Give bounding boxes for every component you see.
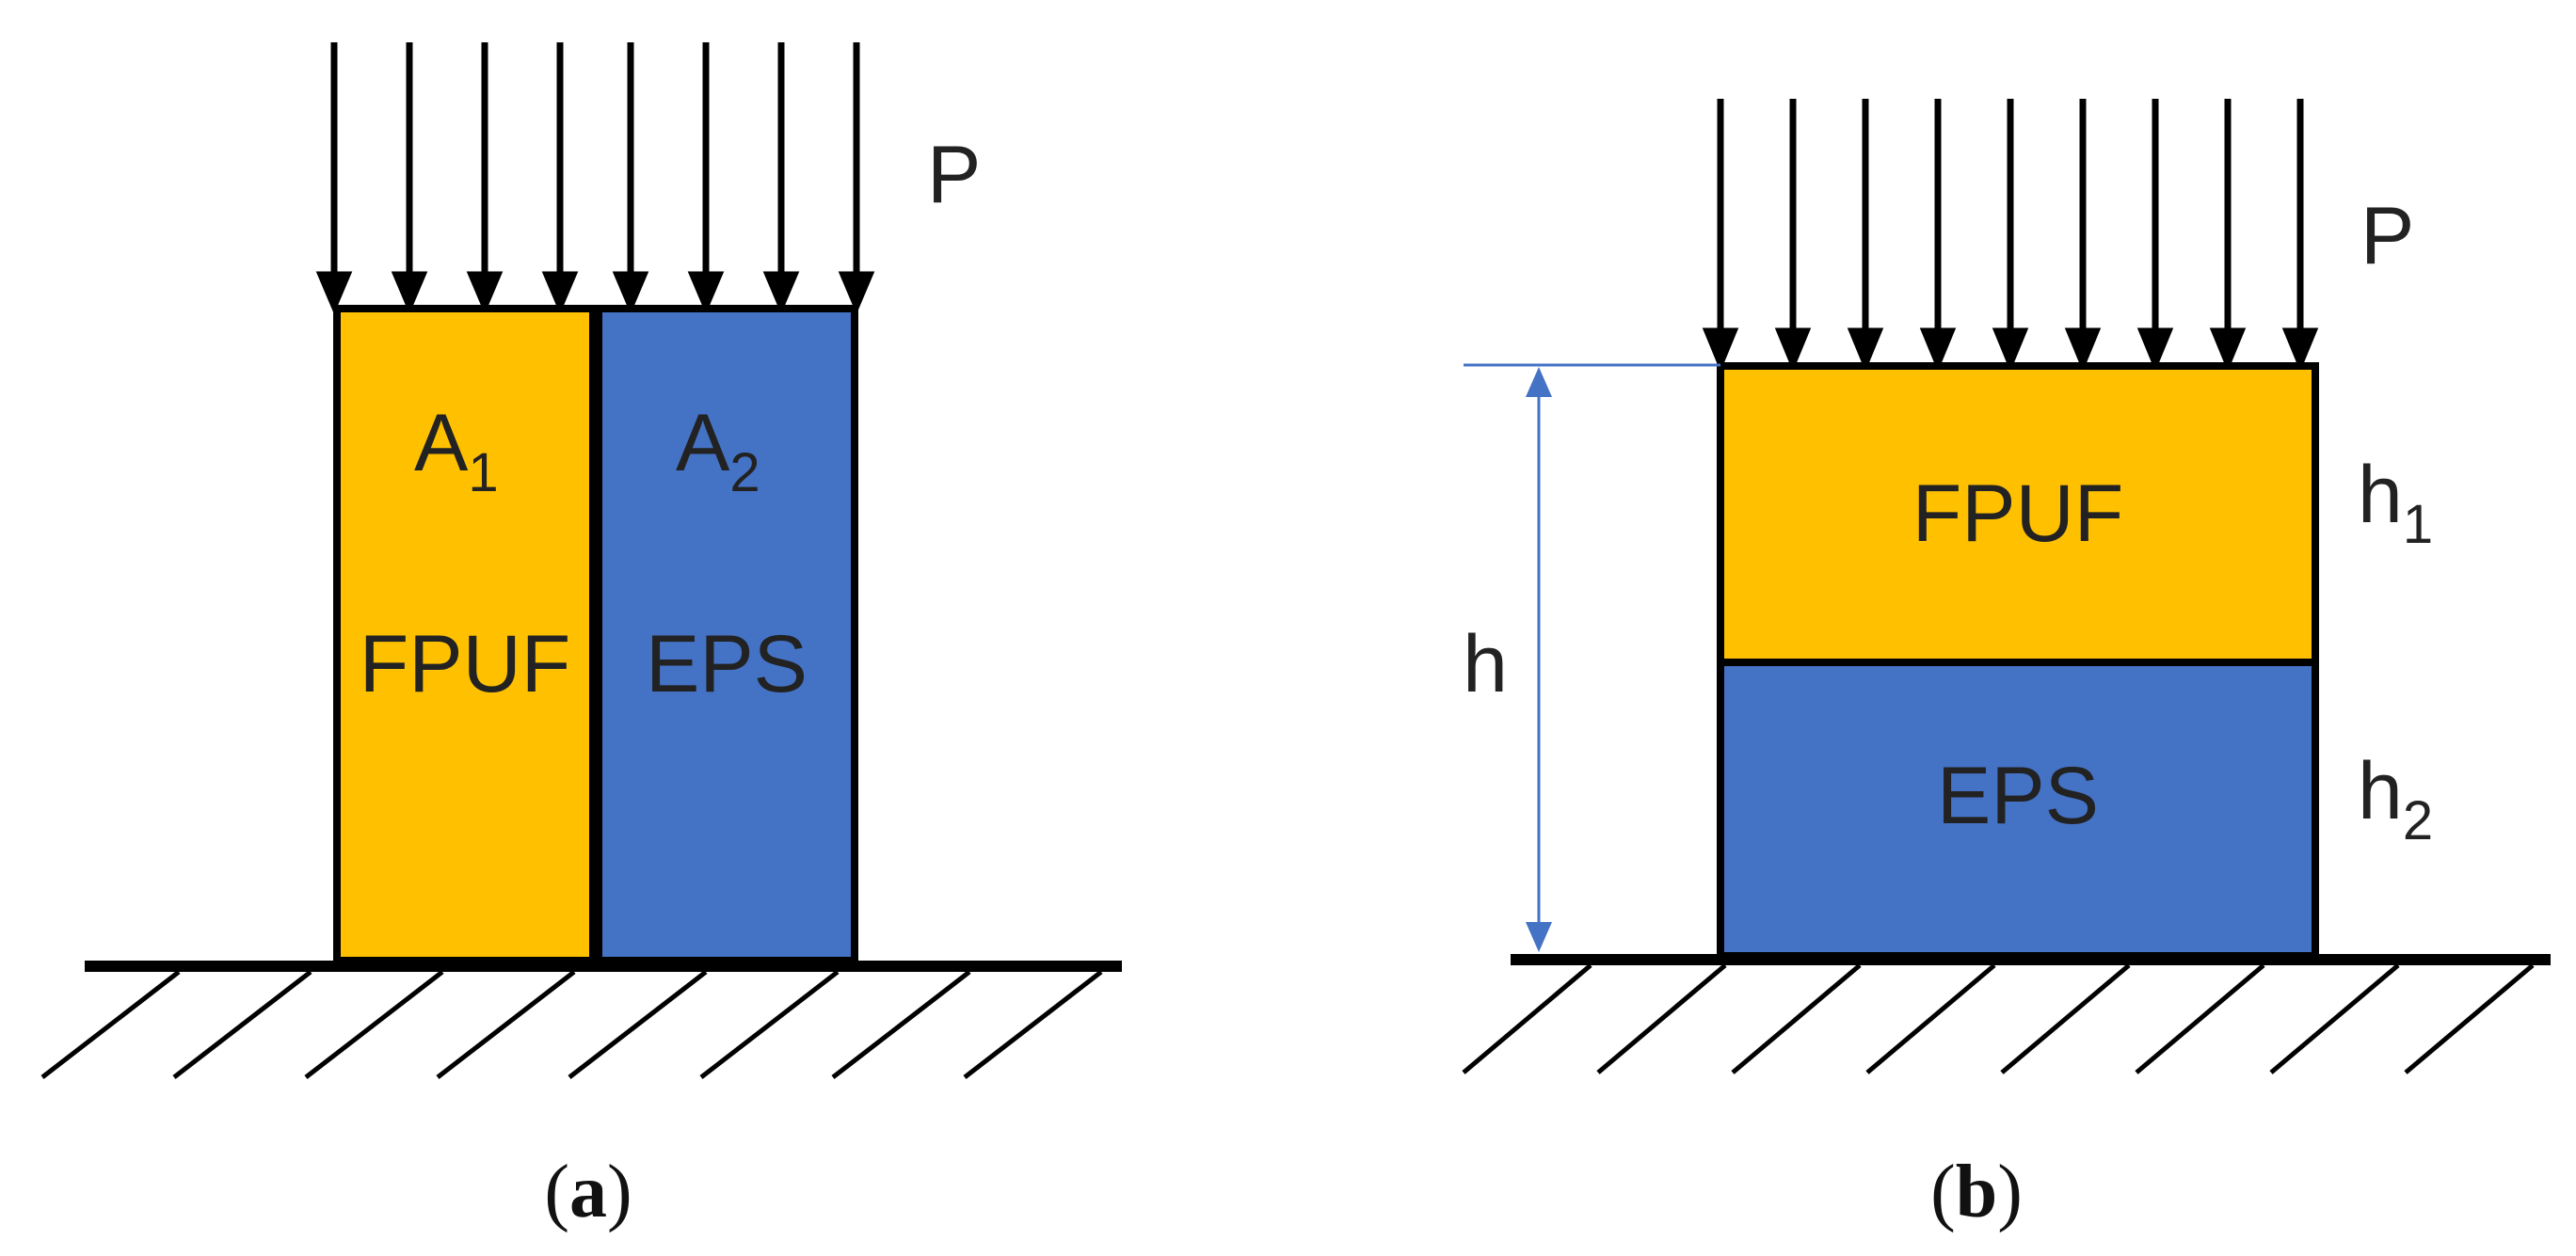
total-height-label: h (1463, 619, 1508, 709)
load-arrow (2281, 99, 2319, 373)
load-arrow (391, 42, 428, 314)
material-label-fpuf-a: FPUF (360, 619, 571, 709)
material-label-fpuf-b: FPUF (1912, 469, 2124, 559)
load-arrow (838, 42, 875, 314)
height-label-h1: h1 (2358, 450, 2433, 555)
caption-b: (b) (1930, 1151, 2023, 1233)
eps-block-b (1717, 659, 2319, 960)
panel-a: P A1 FPUF A2 EPS (a) (40, 42, 1122, 1233)
load-arrow (1702, 99, 1739, 373)
dimension-arrow-bottom (1526, 922, 1552, 952)
total-height-dimension (1464, 363, 1720, 952)
fpuf-block-a (333, 305, 597, 964)
fpuf-block-b (1717, 362, 2319, 666)
load-arrow (541, 42, 579, 314)
material-label-eps-b: EPS (1937, 751, 2099, 841)
area-label-a1: A1 (414, 398, 499, 503)
load-arrow (1774, 99, 1812, 373)
dimension-arrow-top (1526, 367, 1552, 397)
area-label-a2: A2 (676, 398, 760, 503)
load-arrow (1847, 99, 1884, 373)
load-arrow (1992, 99, 2029, 373)
load-arrow (1919, 99, 1957, 373)
load-label-b: P (2360, 191, 2414, 281)
load-arrow (2136, 99, 2174, 373)
load-arrow (687, 42, 725, 314)
load-arrow (762, 42, 800, 314)
material-label-eps-a: EPS (646, 619, 808, 709)
load-arrow (2209, 99, 2247, 373)
load-arrows-a (315, 42, 875, 314)
panel-b: P FPUF EPS h1 h2 h (b) (1462, 99, 2551, 1233)
load-arrow (2064, 99, 2102, 373)
load-arrow (612, 42, 649, 314)
load-arrow (315, 42, 353, 314)
height-label-h2: h2 (2358, 746, 2433, 851)
ground-hatch-a (40, 970, 1103, 1079)
load-arrow (466, 42, 504, 314)
ground-hatch-b (1462, 963, 2535, 1074)
load-label-a: P (927, 130, 981, 220)
caption-a: (a) (544, 1151, 632, 1233)
load-arrows-b (1702, 99, 2319, 373)
